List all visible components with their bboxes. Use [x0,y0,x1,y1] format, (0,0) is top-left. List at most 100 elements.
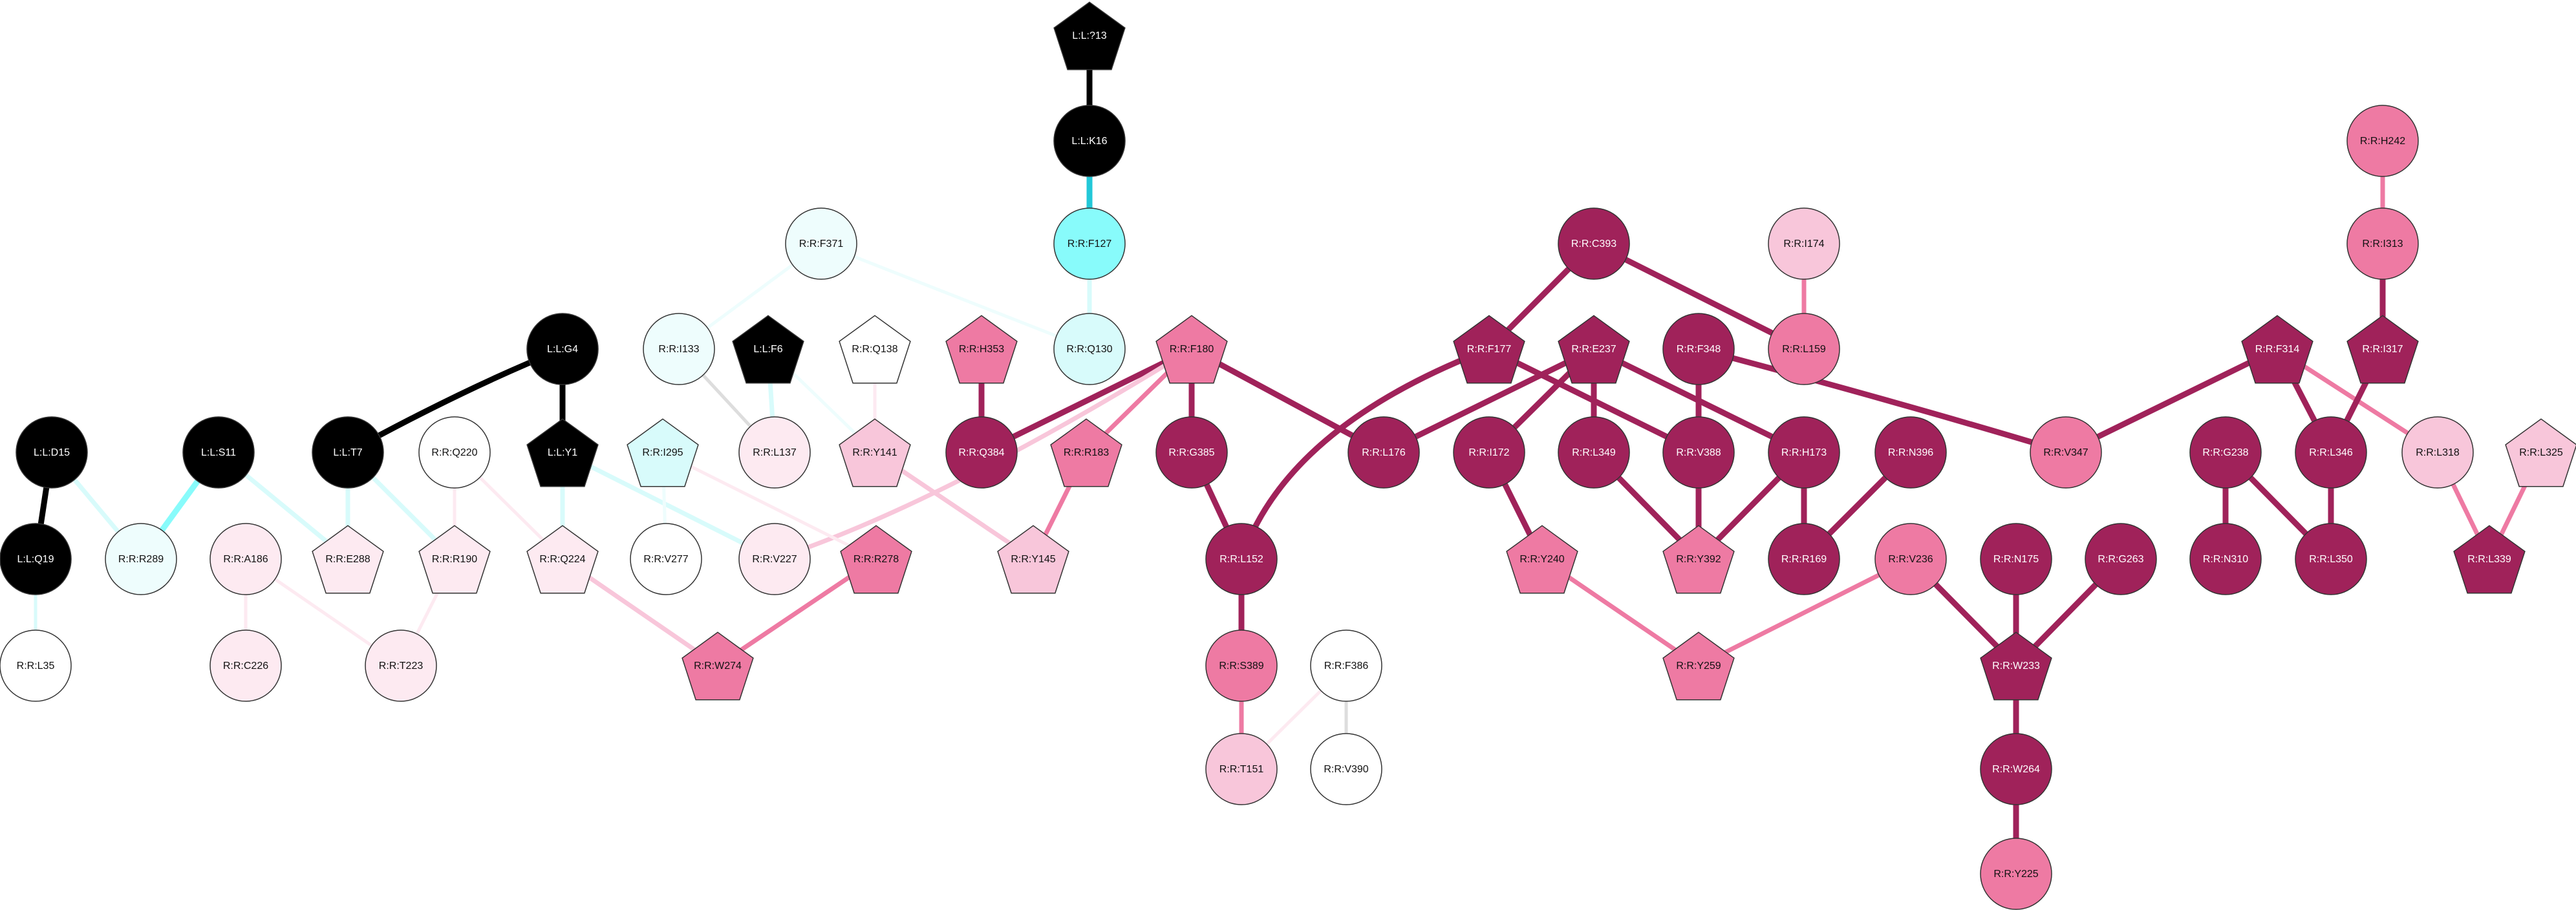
node-circle-shape [16,416,88,489]
node-label: L:L:T7 [333,447,362,458]
node-r-r-q130: R:R:Q130 [1053,313,1126,385]
node-circle-shape [1053,105,1126,177]
node-pentagon-shape [1155,315,1228,384]
node-r-r-w274: R:R:W274 [682,631,754,701]
node-circle-shape [1310,733,1382,805]
node-r-r-i313: R:R:I313 [2346,207,2419,280]
node-r-r-w233: R:R:W233 [1980,631,2052,701]
node-r-r-y392: R:R:Y392 [1662,525,1735,594]
node-label: R:R:G238 [2202,447,2248,458]
node-pentagon-shape [1053,1,1126,70]
node-label: R:R:L159 [1782,344,1826,355]
node-label: R:R:L346 [2309,447,2353,458]
node-label: R:R:H242 [2360,136,2405,147]
node-circle-shape [1768,416,1840,489]
node-circle-shape [526,313,599,385]
node-r-r-l349: R:R:L349 [1558,416,1630,489]
node-label: R:R:L325 [2519,447,2563,458]
node-r-r-i133: R:R:I133 [643,313,715,385]
edge-r-r-f348-to-r-r-v347 [1695,346,2069,456]
edge-r-r-e237-to-r-r-l176 [1380,346,1597,456]
node-r-r-i317: R:R:I317 [2346,315,2419,384]
node-r-r-v227: R:R:V227 [738,523,811,595]
node-l-l-d15: L:L:D15 [16,416,88,489]
node-label: R:R:V388 [1676,447,1721,458]
node-label: R:R:V236 [1888,554,1933,565]
node-circle-shape [0,630,72,702]
node-label: R:R:L137 [753,447,797,458]
node-label: R:R:E288 [325,554,370,565]
node-l-l-s11: L:L:S11 [182,416,255,489]
node-r-r-f177: R:R:F177 [1453,315,1525,384]
node-label: R:R:H353 [959,344,1004,355]
node-label: R:R:V227 [752,554,797,565]
node-r-r-y259: R:R:Y259 [1662,631,1735,701]
node-r-r-l350: R:R:L350 [2295,523,2367,595]
node-label: R:R:Q220 [431,447,477,458]
node-circle-shape [2401,416,2474,489]
node-r-r-e288: R:R:E288 [312,525,384,594]
node-r-r-r289: R:R:R289 [105,523,177,595]
node-r-r-g238: R:R:G238 [2189,416,2262,489]
node-pentagon-shape [1558,315,1630,384]
node-circle-shape [1980,733,2052,805]
node-r-r-v347: R:R:V347 [2030,416,2102,489]
node-label: R:R:I174 [1783,238,1824,249]
node-circle-shape [643,313,715,385]
node-label: R:R:F127 [1068,238,1112,249]
node-r-r-r190: R:R:R190 [418,525,491,594]
node-label: L:L:Q19 [17,554,54,565]
node-label: R:R:I295 [642,447,683,458]
node-pentagon-shape [627,418,699,487]
node-label: R:R:L349 [1572,447,1616,458]
node-circle-shape [182,416,255,489]
edge-r-r-f177-to-r-r-l152 [1238,346,1492,562]
node-r-r-f371: R:R:F371 [785,207,857,280]
node-r-r-l325: R:R:L325 [2505,418,2576,487]
node-pentagon-shape [840,525,912,594]
node-r-r-h353: R:R:H353 [945,315,1018,384]
node-circle-shape [1053,313,1126,385]
node-pentagon-shape [312,525,384,594]
node-label: R:R:F177 [1467,344,1512,355]
node-circle-shape [2295,416,2367,489]
node-r-r-g385: R:R:G385 [1155,416,1228,489]
node-label: R:R:N396 [1888,447,1933,458]
node-r-r-y145: R:R:Y145 [997,525,1069,594]
node-r-r-c393: R:R:C393 [1558,207,1630,280]
edge-r-r-v236-to-r-r-y259 [1696,556,1913,668]
node-label: R:R:Y392 [1676,554,1721,565]
node-label: R:R:R169 [1781,554,1827,565]
node-label: R:R:E237 [1571,344,1616,355]
node-pentagon-shape [526,418,599,487]
edge-r-r-i295-to-r-r-r278 [661,450,878,561]
node-l-l-y1: L:L:Y1 [526,418,599,487]
node-label: R:R:T151 [1219,764,1264,775]
node-label: L:L:K16 [1071,136,1107,147]
node-circle-shape [1558,207,1630,280]
node-label: R:R:R190 [432,554,477,565]
node-circle-shape [1453,416,1525,489]
node-circle-shape [1980,523,2052,595]
node-label: R:R:F180 [1170,344,1214,355]
node-label: R:R:L339 [2467,554,2511,565]
node-circle-shape [1662,313,1735,385]
node-l-l-g4: L:L:G4 [526,313,599,385]
node-r-r-v388: R:R:V388 [1662,416,1735,489]
node-pentagon-shape [526,525,599,594]
node-r-r-q384: R:R:Q384 [945,416,1018,489]
node-r-r-n175: R:R:N175 [1980,523,2052,595]
edge-l-l-y1-to-r-r-v227 [560,450,777,562]
node-r-r-y141: R:R:Y141 [839,418,911,487]
node-pentagon-shape [1050,418,1122,487]
node-r-r-f348: R:R:F348 [1662,313,1735,385]
node-circle-shape [1980,838,2052,910]
node-pentagon-shape [839,418,911,487]
node-r-r-q138: R:R:Q138 [839,315,911,384]
node-r-r-i295: R:R:I295 [627,418,699,487]
node-pentagon-shape [1980,631,2052,701]
node-r-r-i172: R:R:I172 [1453,416,1525,489]
node-r-r-l137: R:R:L137 [738,416,811,489]
node-label: R:R:V390 [1324,764,1368,775]
